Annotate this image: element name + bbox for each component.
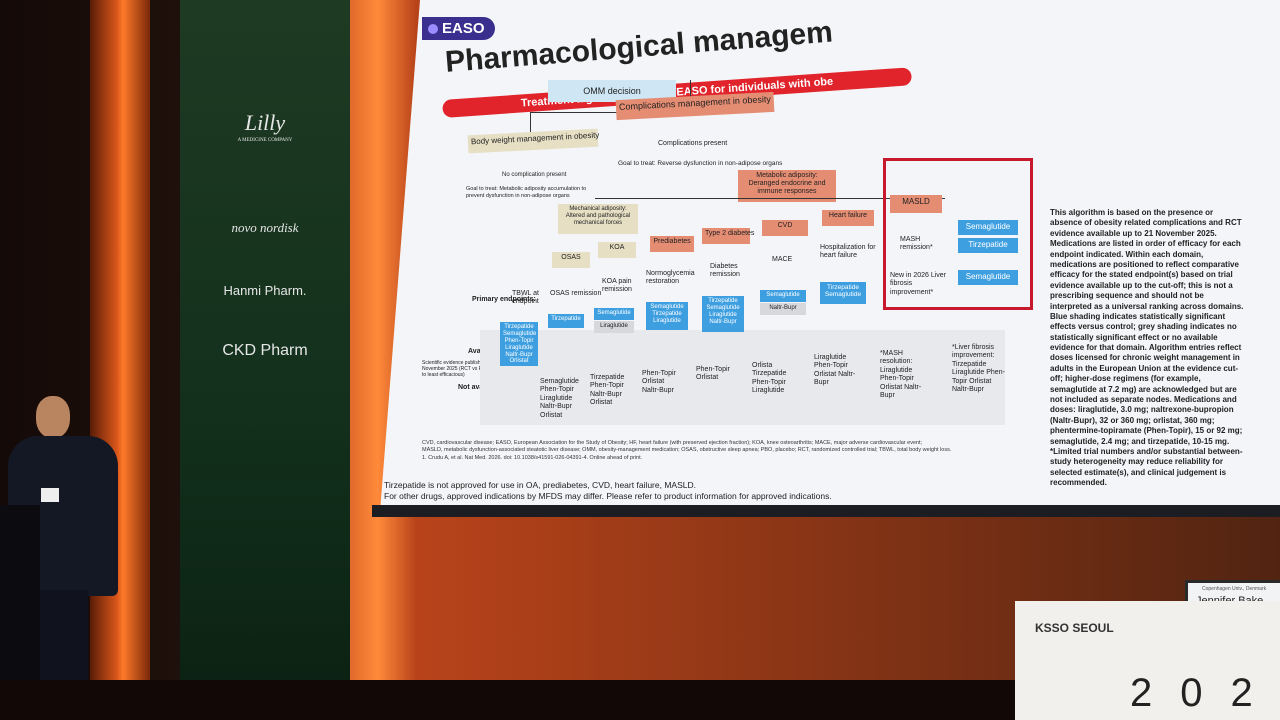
prediabetes-box: Prediabetes <box>650 236 694 252</box>
approval-note-2: For other drugs, approved indications by… <box>384 491 832 502</box>
approval-note-1: Tirzepatide is not approved for use in O… <box>384 480 696 490</box>
liver-fibrosis-endpoint: New in 2026 Liver fibrosis improvement* <box>890 272 947 296</box>
goal-prevent-label: Goal to treat: Metabolic adiposity accum… <box>466 186 587 199</box>
presenter-head <box>36 396 70 438</box>
omm-decision-box: OMM decision <box>548 80 676 102</box>
masld-highlight-frame <box>883 158 1033 310</box>
connector <box>530 112 531 132</box>
presenter-legs <box>32 590 88 690</box>
slide: EASO Pharmacological managem Treatment a… <box>380 0 1280 512</box>
masld-sema2-box: Semaglutide <box>958 270 1018 285</box>
metabolic-adiposity-box: Metabolic adiposity: Deranged endocrine … <box>738 170 836 202</box>
slide-title: Pharmacological managem <box>444 15 834 79</box>
footnote-3: 1. Crudu A, et al. Nat Med. 2026. doi: 1… <box>422 454 643 461</box>
mace-endpoint: MACE <box>772 256 793 263</box>
footnotes: CVD, cardiovascular disease; EASO, Europ… <box>422 440 951 462</box>
diabetes-remission-endpoint: Diabetes remission <box>710 263 740 279</box>
na-list-5: Orlista Tirzepatide Phen-Topir Liragluti… <box>752 362 787 395</box>
na-list-2: Tirzepatide Phen-Topir Naltr-Bupr Orlist… <box>590 374 625 407</box>
na-list-8: *Liver fibrosis improvement: Tirzepatide… <box>952 344 1005 393</box>
na-list-7: *MASH resolution: Liraglutide Phen-Topir… <box>880 350 922 399</box>
cvd-box: CVD <box>762 220 808 236</box>
prediabetes-meds-box: Semaglutide Tirzepatide Liraglutide <box>646 302 688 330</box>
no-complication-label: No complication present <box>502 172 567 178</box>
mechanical-adiposity-box: Mechanical adiposity: Altered and pathol… <box>558 204 638 234</box>
nameplate-year: 202 <box>1130 671 1280 715</box>
t2d-meds-box: Tirzepatide Semaglutide Liraglutide Nalt… <box>702 296 744 332</box>
cvd-med1-box: Semaglutide <box>760 290 806 302</box>
heart-failure-box: Heart failure <box>822 210 874 226</box>
koa-med1-box: Semaglutide <box>594 308 634 320</box>
lilly-logo: Lilly <box>244 110 286 135</box>
evidence-note: Scientific evidence published up to 21 N… <box>422 360 506 378</box>
complications-present-label: Complications present <box>658 140 728 147</box>
approval-note: Tirzepatide is not approved for use in O… <box>384 480 832 502</box>
hf-meds-box: Tirzepatide Semaglutide <box>820 282 866 304</box>
monitor-affiliation: Copenhagen Univ., Denmark <box>1202 586 1267 592</box>
hanmi-logo: Hanmi Pharm. <box>223 283 307 298</box>
not-available-band <box>480 330 1005 425</box>
koa-med2-box: Liraglutide <box>594 321 634 333</box>
novo-nordisk-logo: novo nordisk <box>231 220 299 235</box>
congress-nameplate: KSSO SEOUL 202 <box>1015 601 1280 720</box>
na-list-4: Phen-Topir Orlistat <box>696 366 730 382</box>
osas-med-box: Tirzepatide <box>548 314 584 328</box>
ckd-pharm-logo: CKD Pharm <box>222 342 308 359</box>
normoglycemia-endpoint: Normoglycemia restoration <box>646 270 695 286</box>
projection-screen: EASO Pharmacological managem Treatment a… <box>380 0 1280 512</box>
easo-brand: EASO <box>422 17 495 40</box>
podium <box>0 505 40 695</box>
na-list-1: Semaglutide Phen-Topir Liraglutide Naltr… <box>540 378 579 419</box>
masld-tirz-box: Tirzepatide <box>958 238 1018 253</box>
tbwl-meds-box: Tirzepatide Semaglutide Phen-Topir Lirag… <box>500 322 538 366</box>
lilly-tagline: A MEDICINE COMPANY <box>237 138 293 143</box>
connector <box>530 112 690 113</box>
na-list-3: Phen-Topir Orlistat Naltr-Bupr <box>642 370 676 394</box>
not-available-label: Not available <box>458 384 501 391</box>
na-list-6: Liraglutide Phen-Topir Orlistat Naltr-Bu… <box>814 354 856 387</box>
footnote-2: MASLD, metabolic dysfunction-associated … <box>422 447 952 454</box>
footnote-1: CVD, cardiovascular disease; EASO, Europ… <box>422 440 923 446</box>
presenter-badge <box>41 488 59 502</box>
masld-box: MASLD <box>890 195 942 213</box>
osas-remission-endpoint: OSAS remission <box>550 290 602 297</box>
easo-logo-icon <box>428 24 438 34</box>
connector <box>595 198 945 199</box>
algorithm-description: This algorithm is based on the presence … <box>1050 208 1244 488</box>
nameplate-logos: KSSO SEOUL <box>1035 621 1114 635</box>
bw-mgmt-box: Body weight management in obesity <box>467 128 600 154</box>
osas-box: OSAS <box>552 252 590 268</box>
primary-endpoints-label: Primary endpoints: <box>472 296 536 303</box>
brand-label: EASO <box>442 20 485 37</box>
sponsor-panel: Lilly A MEDICINE COMPANY novo nordisk Ha… <box>180 0 350 690</box>
hf-hosp-endpoint: Hospitalization for heart failure <box>820 244 876 260</box>
mash-remission-endpoint: MASH remission* <box>900 236 933 252</box>
t2d-box: Type 2 diabetes <box>702 228 754 244</box>
koa-pain-endpoint: KOA pain remission <box>602 278 632 294</box>
koa-box: KOA <box>598 242 636 258</box>
masld-sema-box: Semaglutide <box>958 220 1018 235</box>
screen-bezel <box>372 505 1280 517</box>
tbwl-endpoint: TBWL at endpoint <box>512 290 539 306</box>
goal-reverse-label: Goal to treat: Reverse dysfunction in no… <box>618 160 783 167</box>
cvd-med2-box: Naltr-Bupr <box>760 303 806 315</box>
